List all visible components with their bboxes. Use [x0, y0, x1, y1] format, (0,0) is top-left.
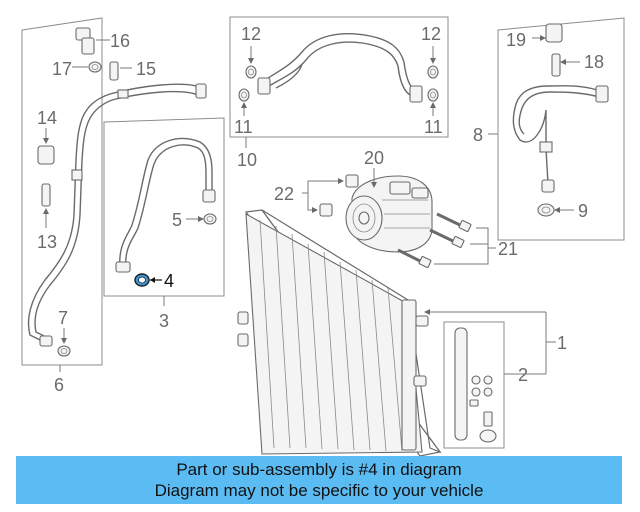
callout-8: 8 — [473, 125, 483, 145]
callout-2: 2 — [518, 365, 528, 385]
group-6-hose-assembly: 16 17 15 14 13 7 6 — [21, 17, 207, 395]
callout-14: 14 — [37, 108, 57, 128]
callout-6: 6 — [54, 375, 64, 395]
callout-20: 20 — [364, 148, 384, 168]
part-12-o-ring-right — [427, 46, 439, 79]
part-15-valve-core — [109, 61, 132, 81]
pipe-fitting — [541, 179, 555, 193]
pipe-fitting — [115, 261, 131, 273]
callout-1: 1 — [557, 333, 567, 353]
part-4-o-ring — [134, 273, 162, 287]
callout-21: 21 — [498, 239, 518, 259]
banner-line-part: Part or sub-assembly is #4 in diagram — [176, 460, 462, 479]
part-11-o-ring-right — [427, 88, 439, 116]
pipe-fitting — [39, 335, 53, 347]
pipe-fitting — [257, 77, 271, 95]
part-7-o-ring — [57, 328, 71, 357]
callout-12-left: 12 — [241, 24, 261, 44]
part-11-o-ring-left — [238, 88, 250, 116]
callout-18: 18 — [584, 52, 604, 72]
pipe-fitting — [595, 85, 609, 103]
group-10-hose-assembly: 12 12 11 11 10 — [229, 16, 449, 170]
group-3-hose-assembly: 5 4 3 — [103, 117, 225, 331]
callout-17: 17 — [52, 59, 72, 79]
callout-22: 22 — [274, 184, 294, 204]
part-16-pressure-switch — [75, 27, 110, 55]
banner-line-disclaimer: Diagram may not be specific to your vehi… — [154, 481, 484, 500]
part-19-cap — [532, 23, 563, 43]
part-13-valve — [41, 183, 51, 228]
callout-10: 10 — [237, 150, 257, 170]
callout-11-left: 11 — [234, 117, 253, 137]
part-18-valve — [551, 53, 580, 77]
callout-16: 16 — [110, 31, 130, 51]
compressor-assembly: 20 22 21 — [274, 148, 518, 268]
part-5-o-ring — [186, 213, 217, 225]
callout-11-right: 11 — [424, 117, 443, 137]
group-8-hose-assembly: 19 18 9 8 — [473, 17, 625, 241]
part-2-drier-kit — [443, 321, 546, 449]
part-12-o-ring-left — [245, 46, 257, 79]
part-22-caps — [302, 174, 359, 217]
drier-cartridge — [454, 327, 468, 441]
condenser-tank — [401, 299, 417, 451]
callout-5: 5 — [172, 210, 182, 230]
part-21-bolts — [397, 212, 496, 268]
callout-4: 4 — [164, 271, 174, 291]
callout-3: 3 — [159, 311, 169, 331]
pipe-clip — [539, 141, 553, 153]
callout-12-right: 12 — [421, 24, 441, 44]
callout-15: 15 — [136, 59, 156, 79]
callout-19: 19 — [506, 30, 526, 50]
pipe-fitting — [195, 83, 207, 99]
pipe-clip — [117, 89, 129, 99]
callout-13: 13 — [37, 232, 57, 252]
callout-7: 7 — [58, 308, 68, 328]
pipe-fitting — [202, 189, 216, 203]
info-banner: Part or sub-assembly is #4 in diagram Di… — [16, 456, 622, 504]
part-17-o-ring — [88, 61, 102, 73]
pipe-clip — [71, 169, 83, 181]
part-9-o-ring — [537, 203, 574, 217]
callout-9: 9 — [578, 201, 588, 221]
pipe-fitting — [409, 85, 423, 103]
part-1-condenser — [237, 209, 556, 457]
part-14-cap — [37, 128, 55, 165]
